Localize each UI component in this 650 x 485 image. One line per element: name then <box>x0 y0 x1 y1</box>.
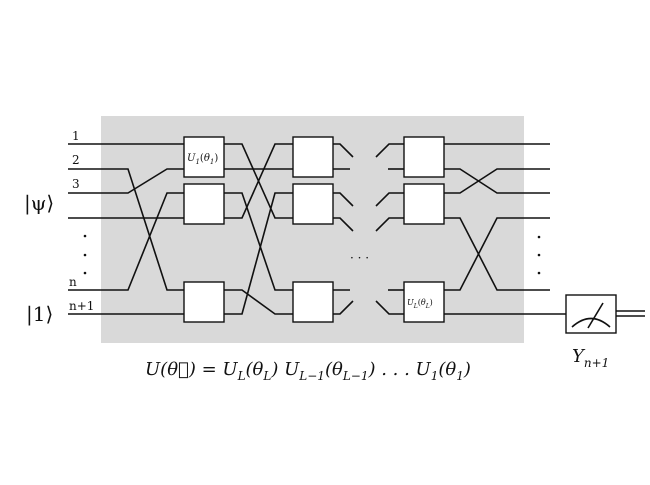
equation-part: θ⃗ <box>167 359 189 380</box>
equation-part: U( <box>145 359 168 380</box>
gate-layer-L <box>403 136 445 323</box>
equation-part: (θ <box>246 359 264 380</box>
vertical-ellipsis-dot <box>537 253 541 257</box>
qubit-label-n-plus-1: n+1 <box>69 299 94 313</box>
gate <box>183 183 225 225</box>
permutation-layer-2 <box>224 143 293 315</box>
gate-u1-label: U1(θ1) <box>187 153 218 166</box>
equation-subscript: 1 <box>456 369 464 383</box>
vertical-ellipsis-dot <box>83 271 87 275</box>
equation-subscript: 1 <box>431 369 439 383</box>
gate <box>403 136 445 178</box>
equation-part: (θ <box>325 359 343 380</box>
equation-part: (θ <box>438 359 456 380</box>
qubit-label-3: 3 <box>72 177 80 191</box>
input-state-one: |1⟩ <box>26 302 53 327</box>
measurement-label: Yn+1 <box>572 346 609 370</box>
meter-icon <box>565 294 645 334</box>
equation-subscript: L−1 <box>342 369 369 383</box>
wire-2 <box>68 168 184 291</box>
unitary-equation: U(θ⃗) = UL(θL) UL−1(θL−1) . . . U1(θ1) <box>145 359 471 383</box>
vertical-ellipsis-dot <box>83 253 87 257</box>
equation-subscript: L <box>237 369 246 383</box>
qubit-label-1: 1 <box>72 129 80 143</box>
gate-layer-1 <box>183 136 225 323</box>
gate <box>292 136 334 178</box>
layer-ellipsis: · · · <box>350 251 369 265</box>
input-state-psi: |ψ⟩ <box>24 191 54 216</box>
partial-wires <box>333 143 404 315</box>
vertical-ellipsis-dot <box>537 235 541 239</box>
gate-u1 <box>183 136 225 178</box>
gate-uL-label: UL(θL) <box>407 298 433 310</box>
qubit-label-2: 2 <box>72 153 80 167</box>
qubit-label-n: n <box>69 275 77 289</box>
equation-subscript: L <box>262 369 271 383</box>
equation-subscript: L−1 <box>298 369 325 383</box>
gate <box>183 281 225 323</box>
wire-3 <box>68 168 184 194</box>
gate-layer-2 <box>292 136 334 323</box>
equation-part: ) . . . U <box>367 359 431 380</box>
input-wires <box>68 143 184 315</box>
output-wires <box>444 143 566 315</box>
gate <box>292 281 334 323</box>
vertical-ellipsis-dot <box>537 271 541 275</box>
gate-uL <box>403 281 445 323</box>
gate <box>292 183 334 225</box>
vertical-ellipsis-dot <box>83 234 87 238</box>
equation-part: ) = U <box>188 359 239 380</box>
gate <box>403 183 445 225</box>
wire-n <box>68 192 184 291</box>
equation-part: ) <box>463 359 471 380</box>
equation-part: ) U <box>270 359 300 380</box>
